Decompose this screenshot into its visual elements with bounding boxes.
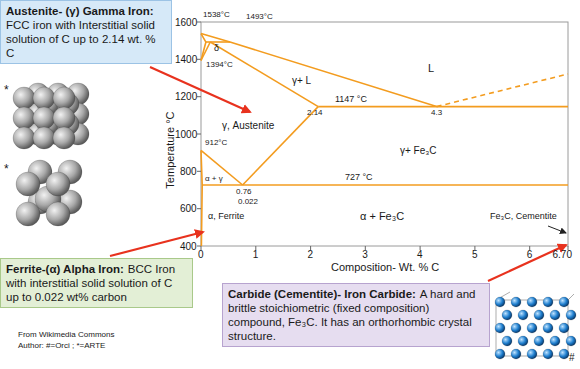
temperature-mark: 1493°C bbox=[246, 13, 273, 22]
axis-tick: 400 bbox=[180, 241, 197, 252]
atom bbox=[559, 297, 569, 307]
axis-tick: 1200 bbox=[175, 91, 197, 102]
phase-label: α, Ferrite bbox=[208, 212, 244, 222]
axis-tick: 600 bbox=[180, 203, 197, 214]
atom bbox=[495, 323, 505, 333]
pointer-arrow bbox=[150, 67, 250, 112]
atom bbox=[13, 127, 35, 149]
temperature-mark: 912°C bbox=[205, 139, 227, 148]
atom bbox=[13, 107, 35, 129]
atom bbox=[53, 107, 75, 129]
callout-box: Carbide (Cementite)- Iron Carbide:A hard… bbox=[222, 283, 490, 347]
phase-label: γ+ L bbox=[292, 75, 311, 86]
composition-mark: 2.14 bbox=[307, 109, 323, 118]
box-heading: Carbide (Cementite)- Iron Carbide: bbox=[228, 288, 416, 300]
axis-tick: 5 bbox=[472, 249, 478, 260]
composition-mark: 0.022 bbox=[238, 198, 258, 207]
axis-title: Composition- Wt. % C bbox=[331, 261, 439, 273]
temperature-mark: 1147 °C bbox=[335, 95, 367, 105]
atom bbox=[33, 107, 55, 129]
box-heading: Ferrite-(α) Alpha Iron: bbox=[6, 263, 124, 275]
atom bbox=[511, 323, 521, 333]
axis-tick: 1000 bbox=[175, 129, 197, 140]
axis-tick: 2 bbox=[308, 249, 314, 260]
atom bbox=[559, 349, 569, 359]
atom bbox=[53, 127, 75, 149]
credit-note: From Wikimedia Commons bbox=[18, 331, 114, 340]
axis-tick: 1 bbox=[253, 249, 259, 260]
atom bbox=[33, 127, 55, 149]
phase-label: α + Fe₃C bbox=[360, 210, 404, 222]
atom bbox=[543, 323, 553, 333]
axis-tick: 6.70 bbox=[553, 249, 572, 260]
temperature-mark: 1538°C bbox=[203, 11, 230, 20]
axis-tick: 800 bbox=[180, 166, 197, 177]
axis-title: Temperature °C bbox=[163, 111, 175, 188]
pointer-arrow bbox=[110, 232, 203, 256]
crystal-models bbox=[13, 83, 576, 359]
atom bbox=[559, 323, 569, 333]
atom bbox=[566, 310, 576, 320]
phase-label: γ, Austenite bbox=[222, 120, 274, 131]
axis-tick: 3 bbox=[362, 249, 368, 260]
phase-label: Fe₃C, Cementite bbox=[490, 212, 557, 222]
atom bbox=[502, 310, 512, 320]
phase-label: δ bbox=[214, 44, 219, 54]
composition-mark: 4.3 bbox=[431, 109, 442, 118]
callout-box: Ferrite-(α) Alpha Iron:BCC Iron with int… bbox=[0, 258, 193, 308]
atom bbox=[502, 336, 512, 346]
atom bbox=[550, 336, 560, 346]
atom bbox=[495, 349, 505, 359]
temperature-mark: 1394°C bbox=[206, 61, 233, 70]
axis-tick: 4 bbox=[417, 249, 423, 260]
atom bbox=[518, 310, 528, 320]
lattice-line bbox=[568, 294, 574, 300]
atom bbox=[543, 297, 553, 307]
atom bbox=[16, 202, 40, 226]
atom bbox=[527, 349, 537, 359]
axis-tick: 1400 bbox=[175, 54, 197, 65]
axis-tick: 0 bbox=[198, 249, 204, 260]
atom bbox=[46, 202, 70, 226]
atom bbox=[46, 172, 70, 196]
plot-frame bbox=[197, 22, 568, 250]
phase-label: γ+ Fe₃C bbox=[400, 145, 437, 156]
atom bbox=[534, 336, 544, 346]
atom bbox=[566, 336, 576, 346]
composition-mark: 0.76 bbox=[236, 188, 252, 197]
credit-mark: * bbox=[4, 163, 9, 176]
atom bbox=[518, 336, 528, 346]
atom bbox=[511, 297, 521, 307]
axis-tick: 6 bbox=[527, 249, 533, 260]
atom bbox=[527, 323, 537, 333]
atom bbox=[534, 310, 544, 320]
phase-boundaries bbox=[201, 34, 568, 246]
atom bbox=[13, 87, 35, 109]
temperature-mark: 727 °C bbox=[345, 173, 373, 183]
credit-note: Author: #=Orci ; *=ARTE bbox=[18, 342, 105, 351]
atom bbox=[53, 87, 75, 109]
axis-tick: 1600 bbox=[175, 17, 197, 28]
phase-label: L bbox=[428, 62, 434, 74]
box-body: FCC iron with Interstitial solid solutio… bbox=[6, 18, 166, 60]
atom bbox=[543, 349, 553, 359]
atom bbox=[527, 297, 537, 307]
credit-mark: * bbox=[4, 84, 9, 97]
credit-mark: # bbox=[569, 352, 575, 363]
callout-box: Austenite- (γ) Gamma Iron:FCC iron with … bbox=[0, 0, 172, 64]
box-heading: Austenite- (γ) Gamma Iron: bbox=[6, 4, 166, 18]
atom bbox=[550, 310, 560, 320]
atom bbox=[495, 297, 505, 307]
phase-label: α + γ bbox=[205, 175, 223, 184]
atom bbox=[511, 349, 521, 359]
pointer-arrow bbox=[548, 226, 566, 233]
atom bbox=[16, 172, 40, 196]
atom bbox=[33, 87, 55, 109]
